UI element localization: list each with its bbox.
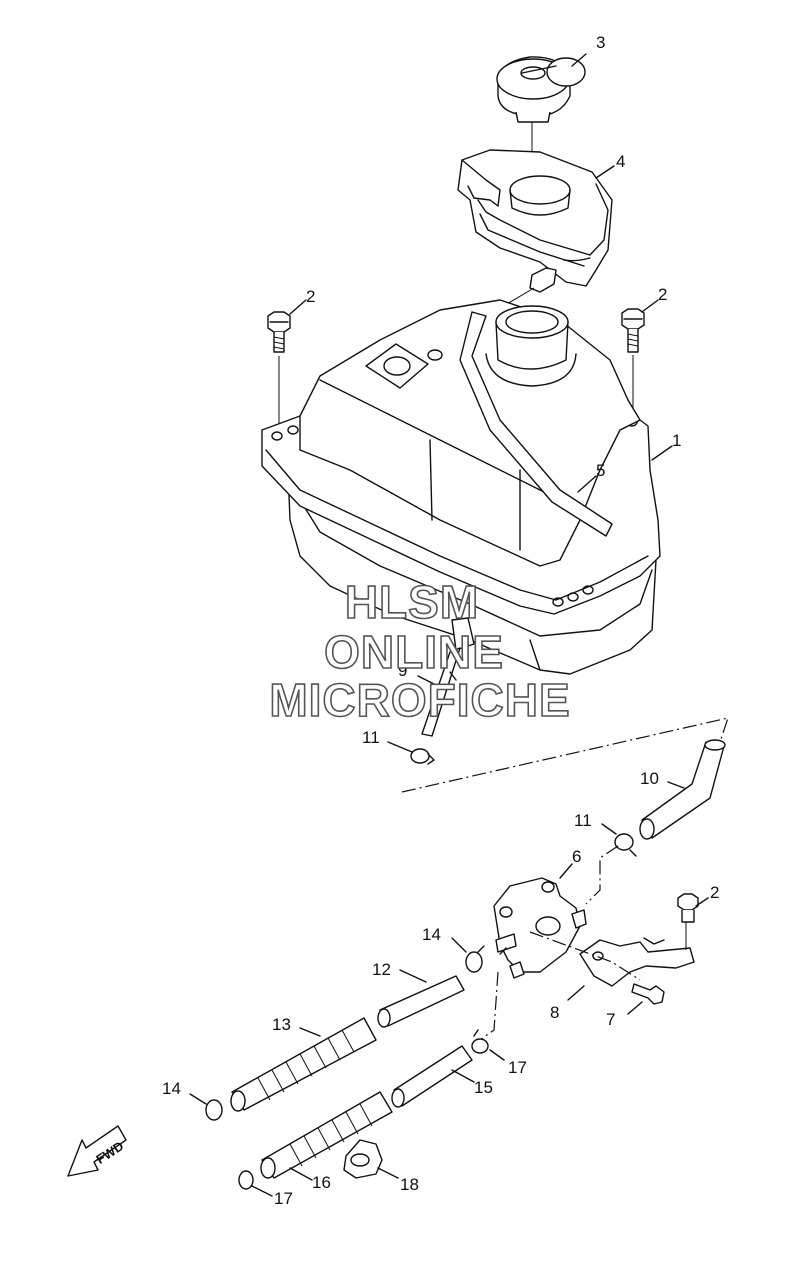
callout-12: 12 bbox=[372, 960, 391, 979]
leader-5 bbox=[577, 475, 597, 493]
callout-14-lower: 14 bbox=[162, 1079, 181, 1098]
part-12-hose bbox=[377, 975, 465, 1028]
watermark-line-3: MICROFICHE bbox=[269, 674, 570, 726]
leader-18 bbox=[377, 1167, 399, 1179]
leader-4 bbox=[595, 165, 615, 179]
part-6-fuel-pump bbox=[493, 877, 587, 979]
leader-15 bbox=[451, 1069, 475, 1083]
callout-16: 16 bbox=[312, 1173, 331, 1192]
callout-2-bracket: 2 bbox=[710, 883, 719, 902]
leader-9 bbox=[417, 675, 447, 691]
part-9-fuel-pipe bbox=[421, 617, 475, 737]
callout-15: 15 bbox=[474, 1078, 493, 1097]
part-2-bolt-bracket bbox=[677, 893, 699, 923]
pump-guide-line bbox=[585, 845, 619, 905]
leader-10 bbox=[667, 781, 685, 789]
leader-12 bbox=[399, 969, 427, 983]
leader-14-lower bbox=[189, 1093, 207, 1105]
part-10-hose bbox=[639, 739, 726, 840]
part-3-fuel-cap bbox=[496, 56, 586, 123]
leader-2-bracket bbox=[695, 897, 709, 907]
part-2-bolt-right bbox=[621, 308, 645, 353]
part-11-clip-upper bbox=[410, 748, 435, 765]
leader-2-left bbox=[289, 299, 307, 315]
part-14-clip-upper bbox=[465, 945, 485, 973]
callout-8: 8 bbox=[550, 1003, 559, 1022]
leader-1 bbox=[651, 445, 673, 461]
leader-16 bbox=[289, 1167, 313, 1181]
part-4-tank-cover bbox=[457, 149, 613, 293]
callout-1: 1 bbox=[672, 431, 681, 450]
leader-13 bbox=[299, 1027, 321, 1037]
leader-11-upper bbox=[387, 741, 413, 753]
bracket-guide-line bbox=[529, 931, 641, 981]
part-15-hose bbox=[391, 1045, 473, 1108]
callout-6: 6 bbox=[572, 847, 581, 866]
watermark-line-2: ONLINE bbox=[324, 626, 504, 678]
leader-2-right bbox=[641, 299, 659, 313]
callout-18: 18 bbox=[400, 1175, 419, 1194]
callout-14-upper: 14 bbox=[422, 925, 441, 944]
part-16-protector bbox=[260, 1091, 393, 1179]
watermark: HLSM ONLINE MICROFICHE bbox=[269, 575, 571, 727]
part-17-clip-upper bbox=[471, 1029, 489, 1054]
leader-11-lower bbox=[601, 823, 617, 835]
fwd-arrow-icon: FWD bbox=[67, 1125, 127, 1177]
callout-2-right: 2 bbox=[658, 285, 667, 304]
part-2-bolt-left bbox=[267, 311, 291, 353]
callout-9: 9 bbox=[398, 661, 407, 680]
callout-17-lower: 17 bbox=[274, 1189, 293, 1208]
callout-3: 3 bbox=[596, 33, 605, 52]
leader-7 bbox=[627, 1001, 643, 1015]
leader-8 bbox=[567, 985, 585, 1001]
callout-10: 10 bbox=[640, 769, 659, 788]
hose-guide-line bbox=[473, 971, 499, 1045]
leader-6 bbox=[559, 863, 573, 879]
part-17-clip-lower bbox=[238, 1170, 254, 1190]
part-14-clip-lower bbox=[205, 1099, 223, 1121]
callout-17-upper: 17 bbox=[508, 1058, 527, 1077]
watermark-line-1: HLSM bbox=[345, 576, 479, 628]
part-8-bracket bbox=[579, 937, 695, 987]
part-1-fuel-tank bbox=[261, 299, 661, 675]
part-13-protector bbox=[230, 1017, 377, 1112]
part-7-bolt bbox=[631, 983, 665, 1005]
leader-14-upper bbox=[451, 937, 467, 953]
leader-17-lower bbox=[251, 1185, 273, 1197]
part-11-clip-lower bbox=[614, 833, 637, 857]
callout-13: 13 bbox=[272, 1015, 291, 1034]
callout-11-upper: 11 bbox=[362, 728, 380, 747]
leader-3 bbox=[571, 53, 587, 67]
part-18-clamp bbox=[343, 1139, 383, 1179]
callout-2-left: 2 bbox=[306, 287, 315, 306]
leader-17-upper bbox=[489, 1049, 505, 1061]
callout-11-lower: 11 bbox=[574, 811, 592, 830]
assembly-dash-line bbox=[401, 717, 729, 793]
callout-7: 7 bbox=[606, 1010, 615, 1029]
callout-4: 4 bbox=[616, 152, 625, 171]
callout-5: 5 bbox=[596, 461, 605, 480]
